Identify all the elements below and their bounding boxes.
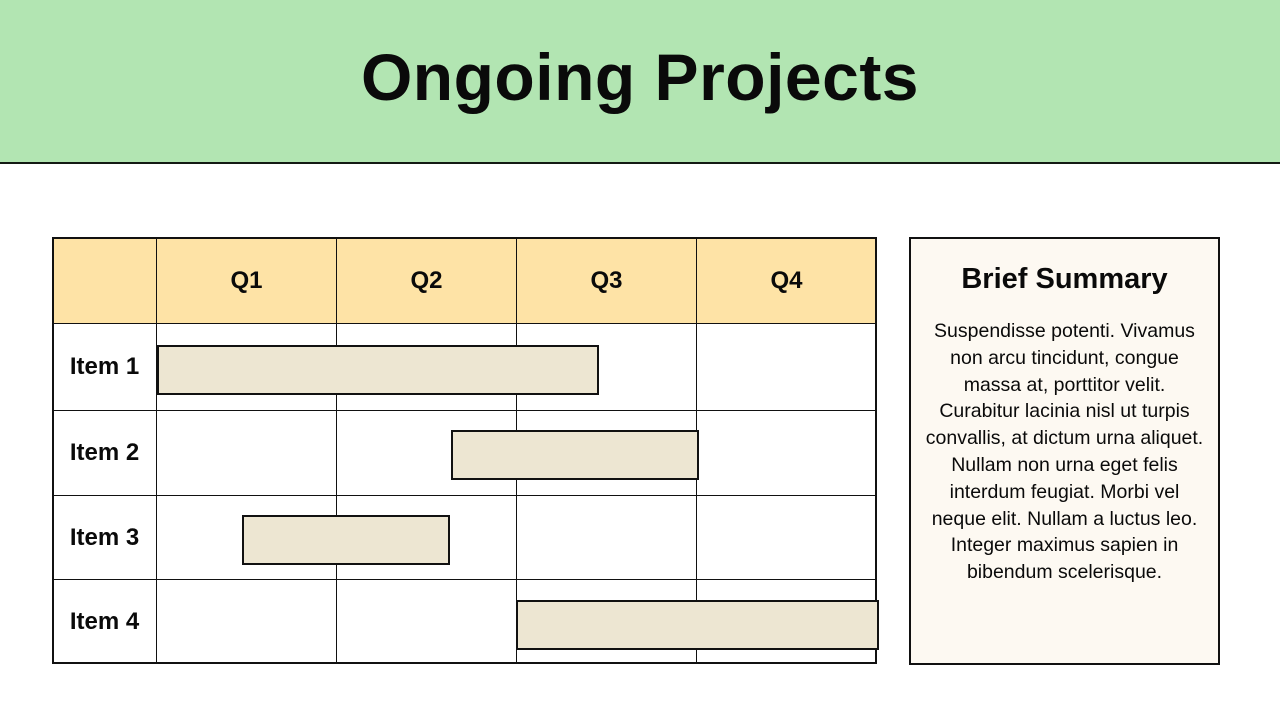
column-header-q3: Q3 [516, 237, 697, 324]
grid-cell [516, 495, 697, 580]
page-title: Ongoing Projects [360, 40, 920, 114]
corner-cell [52, 237, 157, 324]
summary-body: Suspendisse potenti. Vivamus non arcu ti… [925, 320, 1204, 584]
bar-item-4 [516, 600, 879, 650]
summary-panel: Brief Summary Suspendisse potenti. Vivam… [909, 237, 1220, 665]
grid-cell [336, 579, 517, 664]
grid-cell [156, 579, 337, 664]
column-header-q2: Q2 [336, 237, 517, 324]
row-label-item-4: Item 4 [52, 579, 157, 664]
bar-item-3 [242, 515, 450, 565]
row-label-item-1: Item 1 [52, 323, 157, 411]
column-header-q4: Q4 [696, 237, 877, 324]
row-label-item-2: Item 2 [52, 410, 157, 496]
grid-cell [156, 410, 337, 496]
bar-item-1 [157, 345, 599, 395]
title-banner: Ongoing Projects [0, 0, 1280, 164]
row-label-item-3: Item 3 [52, 495, 157, 580]
bar-item-2 [451, 430, 699, 480]
gantt-chart: Q1 Q2 Q3 Q4 Item 1 Item 2 Item 3 Item 4 [52, 237, 879, 664]
summary-title: Brief Summary [961, 263, 1168, 295]
grid-cell [696, 323, 877, 411]
grid-cell [696, 495, 877, 580]
column-header-q1: Q1 [156, 237, 337, 324]
grid-cell [696, 410, 877, 496]
